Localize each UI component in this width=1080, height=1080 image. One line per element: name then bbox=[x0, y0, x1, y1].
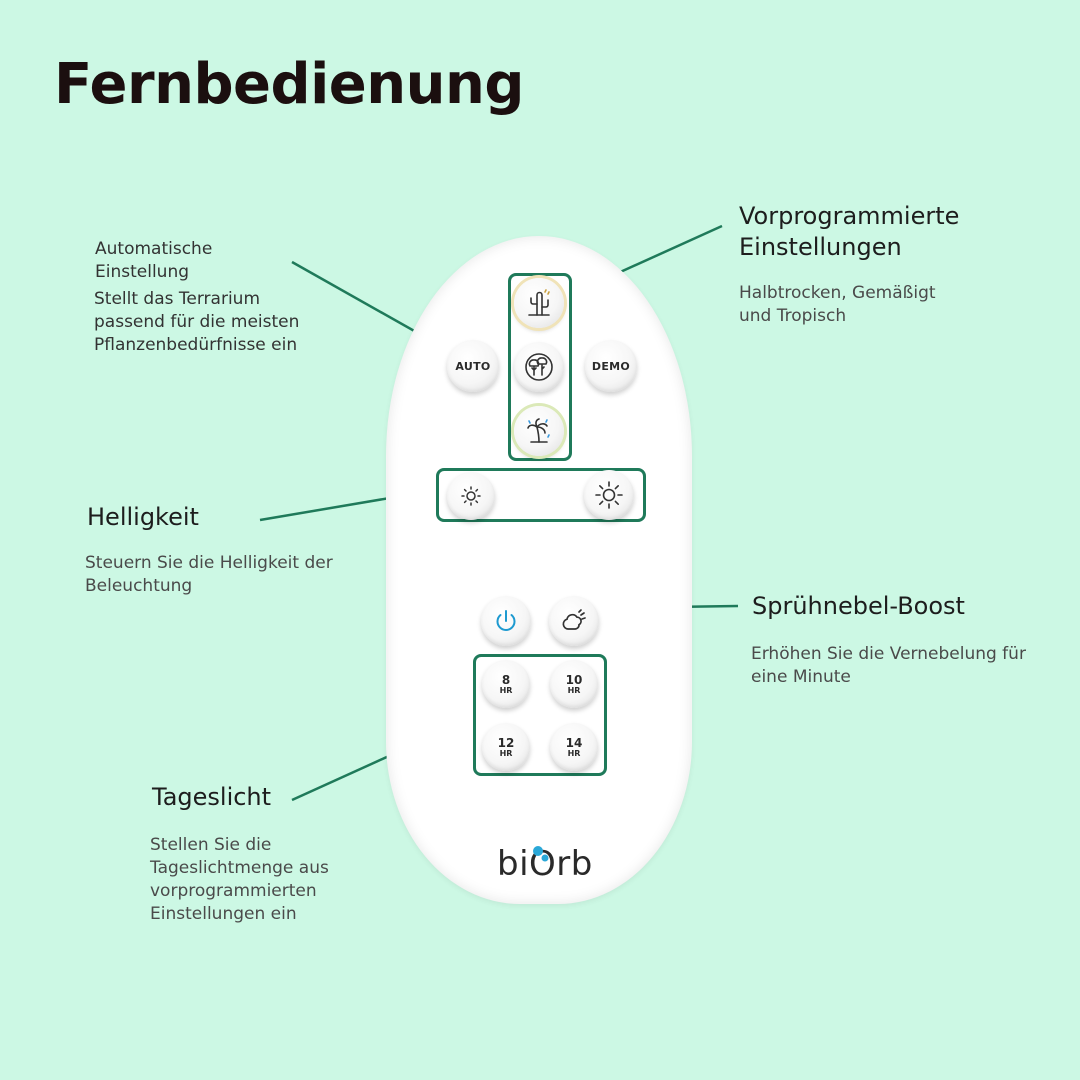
timer-buttons-frame bbox=[473, 654, 607, 776]
brightness-down-button[interactable] bbox=[447, 472, 495, 520]
power-button[interactable] bbox=[481, 596, 531, 646]
timer-10hr-button[interactable]: 10 HR bbox=[550, 660, 598, 708]
semi-arid-preset-button[interactable] bbox=[514, 278, 564, 328]
palm-tree-icon bbox=[527, 418, 550, 443]
preset-buttons-frame bbox=[508, 273, 572, 461]
presets-description: Halbtrocken, Gemäßigt und Tropisch bbox=[739, 283, 936, 326]
sun-large-icon bbox=[595, 481, 623, 509]
biorb-logo: biOrb bbox=[497, 844, 593, 884]
page-title: Fernbedienung bbox=[54, 52, 524, 117]
timer-12hr-button[interactable]: 12 HR bbox=[482, 723, 530, 771]
tree-icon bbox=[525, 353, 553, 381]
temperate-preset-button[interactable] bbox=[514, 342, 564, 392]
mist-description: Erhöhen Sie die Vernebelung für eine Min… bbox=[751, 644, 1026, 687]
timer-8hr-button[interactable]: 8 HR bbox=[482, 660, 530, 708]
mist-boost-button[interactable] bbox=[549, 596, 599, 646]
auto-button[interactable]: AUTO bbox=[447, 340, 499, 392]
brightness-heading: Helligkeit bbox=[87, 503, 199, 531]
auto-heading: Automatische Einstellung bbox=[95, 239, 213, 282]
daylight-description: Stellen Sie die Tageslichtmenge aus vorp… bbox=[150, 835, 329, 924]
demo-button[interactable]: DEMO bbox=[585, 340, 637, 392]
mist-cloud-icon bbox=[562, 609, 586, 630]
power-icon bbox=[496, 610, 516, 631]
daylight-heading: Tageslicht bbox=[152, 783, 272, 811]
timer-14hr-button[interactable]: 14 HR bbox=[550, 723, 598, 771]
demo-button-label: DEMO bbox=[591, 359, 631, 373]
cactus-icon bbox=[528, 289, 550, 316]
auto-description: Stellt das Terrarium passend für die mei… bbox=[94, 289, 300, 355]
tropical-preset-button[interactable] bbox=[514, 406, 564, 456]
sun-small-icon bbox=[461, 486, 481, 506]
presets-heading: Vorprogrammierte Einstellungen bbox=[739, 202, 960, 261]
auto-button-label: AUTO bbox=[455, 359, 491, 373]
logo-bubbles-icon bbox=[533, 846, 549, 862]
mist-heading: Sprühnebel-Boost bbox=[752, 592, 965, 620]
brightness-description: Steuern Sie die Helligkeit der Beleuchtu… bbox=[85, 553, 333, 596]
brightness-up-button[interactable] bbox=[584, 470, 634, 520]
brightness-buttons-frame bbox=[436, 468, 646, 522]
